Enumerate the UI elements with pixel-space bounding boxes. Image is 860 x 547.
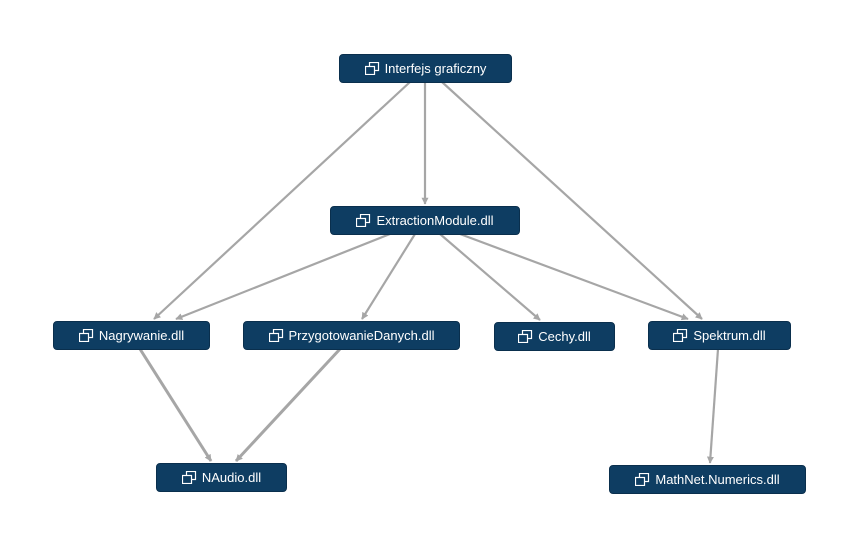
node-spektrum[interactable]: Spektrum.dll <box>648 321 791 350</box>
edge-extraction-to-przygotowanie <box>361 233 416 320</box>
assembly-icon <box>268 329 284 342</box>
node-label: NAudio.dll <box>201 470 262 485</box>
edge-extraction-to-nagrywanie <box>175 232 391 321</box>
node-nagrywanie[interactable]: Nagrywanie.dll <box>53 321 210 350</box>
edge-extraction-to-cechy <box>439 233 541 321</box>
node-cechy[interactable]: Cechy.dll <box>494 322 615 351</box>
node-przygotowanie-danych[interactable]: PrzygotowanieDanych.dll <box>243 321 460 350</box>
assembly-icon <box>518 330 533 343</box>
edge-przygotowanie-to-naudio <box>234 347 342 463</box>
node-label: Interfejs graficzny <box>384 61 487 76</box>
assembly-icon <box>181 471 197 484</box>
edge-gui-to-nagrywanie <box>153 81 411 320</box>
node-label: Nagrywanie.dll <box>98 328 185 343</box>
edge-extraction-to-spektrum <box>459 232 689 321</box>
node-naudio[interactable]: NAudio.dll <box>156 463 287 492</box>
node-interfejs-graficzny[interactable]: Interfejs graficzny <box>339 54 512 83</box>
assembly-icon <box>673 329 688 342</box>
node-label: Spektrum.dll <box>693 328 766 343</box>
node-label: ExtractionModule.dll <box>376 213 494 228</box>
assembly-icon <box>364 62 380 75</box>
node-label: MathNet.Numerics.dll <box>655 472 780 487</box>
assembly-icon <box>78 329 94 342</box>
assembly-icon <box>356 214 371 227</box>
edge-spektrum-to-mathnet <box>706 348 720 464</box>
edge-nagrywanie-to-naudio <box>138 348 213 462</box>
node-extraction-module[interactable]: ExtractionModule.dll <box>330 206 520 235</box>
node-mathnet-numerics[interactable]: MathNet.Numerics.dll <box>609 465 806 494</box>
edge-gui-to-spektrum <box>441 81 703 320</box>
node-label: Cechy.dll <box>538 329 591 344</box>
assembly-icon <box>635 473 650 486</box>
node-label: PrzygotowanieDanych.dll <box>288 328 435 343</box>
